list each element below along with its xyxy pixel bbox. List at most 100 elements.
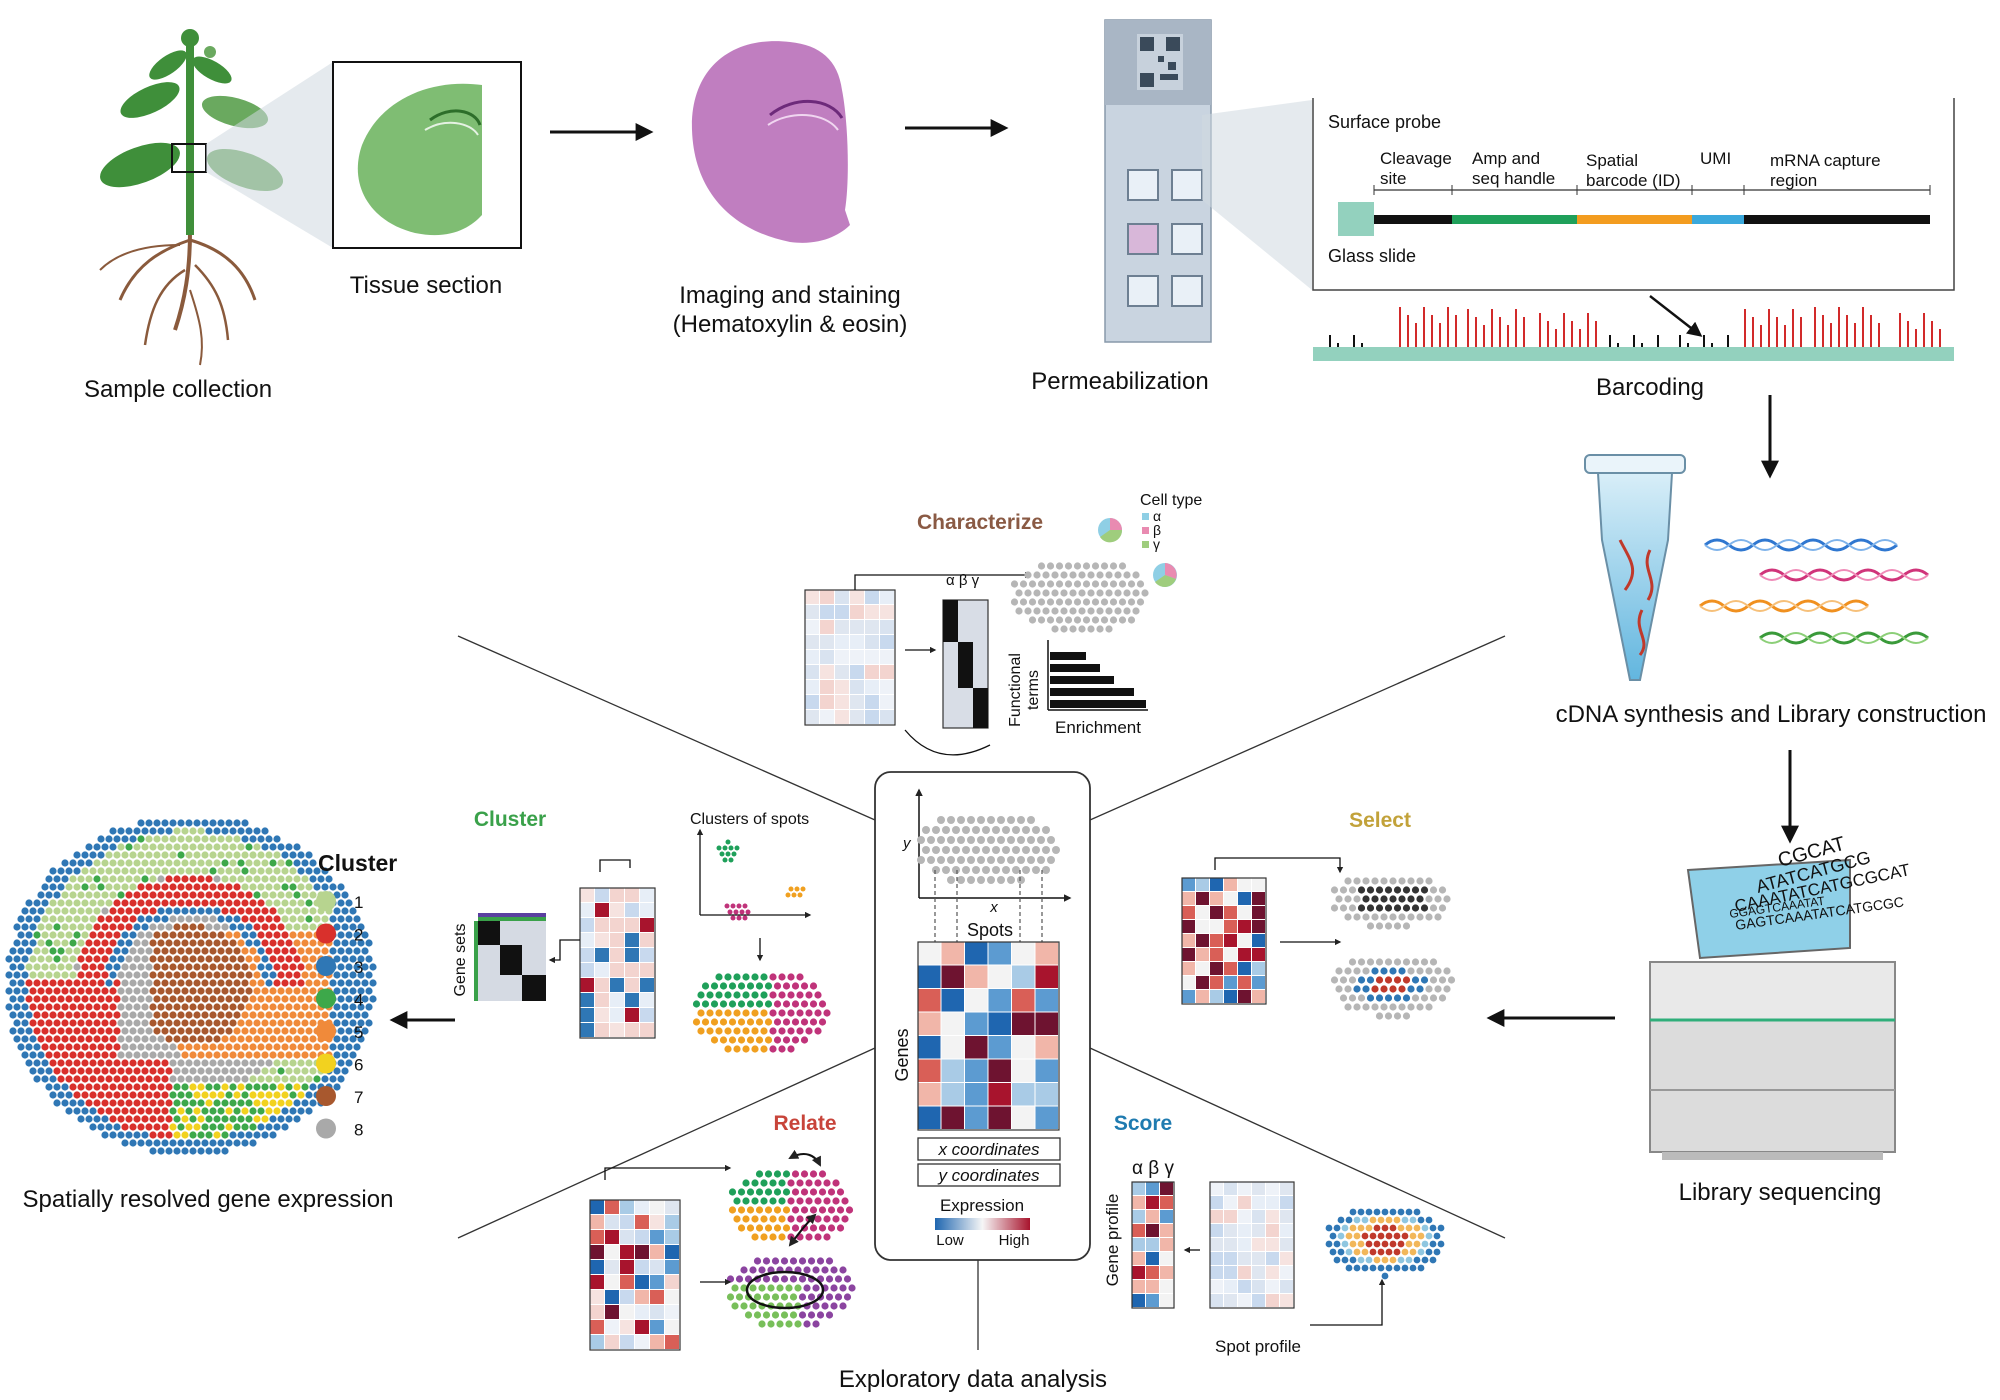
map-spot	[253, 907, 261, 915]
map-spot	[205, 1035, 213, 1043]
spot	[1037, 616, 1046, 624]
map-spot	[329, 947, 337, 955]
map-spot	[93, 1099, 101, 1107]
map-spot	[41, 1043, 49, 1051]
spot	[987, 836, 995, 844]
map-spot	[265, 963, 273, 971]
y-coord-box	[917, 1163, 1061, 1187]
map-spot	[145, 867, 153, 875]
map-spot	[121, 995, 129, 1003]
matrix-cell	[605, 1320, 619, 1334]
map-spot	[13, 1035, 21, 1043]
matrix-cell	[625, 933, 639, 947]
map-spot	[193, 931, 201, 939]
map-spot	[337, 1011, 345, 1019]
spot	[1051, 625, 1059, 633]
glass-slide-label: Glass slide	[1328, 246, 1416, 266]
matrix-cell	[620, 1215, 634, 1229]
spot	[742, 1215, 750, 1223]
matrix-cell	[880, 620, 894, 634]
map-spot	[277, 939, 285, 947]
map-spot	[153, 1059, 161, 1067]
spot	[1096, 607, 1104, 615]
map-spot	[169, 979, 177, 987]
map-spot	[129, 1107, 137, 1115]
matrix-cell	[1224, 920, 1237, 933]
map-spot	[197, 1099, 205, 1107]
map-spot	[81, 867, 89, 875]
map-spot	[209, 1091, 217, 1099]
map-spot	[213, 1147, 221, 1155]
map-spot	[257, 1027, 265, 1035]
map-spot	[77, 875, 85, 883]
spot	[798, 1311, 807, 1319]
map-spot	[109, 891, 117, 899]
map-spot	[137, 819, 145, 827]
map-spot	[141, 843, 149, 851]
cluster-panel: Cluster Clusters of spots Gene sets	[452, 808, 831, 1053]
matrix-cell	[1238, 962, 1251, 975]
spot	[927, 836, 935, 844]
map-spot	[113, 1011, 121, 1019]
map-spot	[189, 971, 197, 979]
map-spot	[69, 907, 77, 915]
map-spot	[197, 1003, 205, 1011]
map-spot	[273, 947, 281, 955]
spot	[816, 1311, 825, 1319]
map-spot	[137, 867, 145, 875]
map-spot	[337, 931, 345, 939]
spot	[1384, 1012, 1393, 1020]
map-spot	[341, 891, 349, 899]
map-spot	[77, 1083, 85, 1091]
spot	[1032, 826, 1040, 834]
map-spot	[89, 1123, 97, 1131]
map-spot	[173, 1019, 181, 1027]
map-spot	[213, 987, 221, 995]
spot	[1366, 976, 1375, 984]
map-spot	[101, 1067, 109, 1075]
map-spot	[169, 819, 177, 827]
spot	[782, 1224, 791, 1232]
map-spot	[177, 995, 185, 1003]
map-spot	[109, 1131, 117, 1139]
map-spot	[129, 947, 137, 955]
spot	[1397, 1256, 1405, 1264]
spot	[771, 1311, 780, 1319]
map-spot	[169, 1043, 177, 1051]
map-spot	[185, 995, 193, 1003]
map-spot	[25, 915, 33, 923]
spot	[1024, 571, 1032, 579]
matrix-cell	[595, 1008, 609, 1022]
map-spot	[213, 1115, 221, 1123]
map-spot	[149, 1099, 157, 1107]
map-spot	[97, 931, 105, 939]
spot	[1335, 967, 1343, 975]
map-spot	[209, 1107, 217, 1115]
matrix-cell	[640, 1008, 654, 1022]
map-spot	[281, 947, 289, 955]
spot	[1401, 1232, 1409, 1240]
spot	[1429, 886, 1438, 894]
map-spot	[787, 1027, 795, 1035]
matrix-cell	[640, 993, 654, 1007]
map-spot	[189, 955, 197, 963]
characterize-matrix	[804, 589, 896, 726]
map-spot	[49, 947, 57, 955]
map-spot	[121, 1091, 129, 1099]
matrix-cell	[1252, 962, 1265, 975]
map-spot	[37, 907, 45, 915]
matrix-cell	[1266, 1224, 1279, 1237]
map-spot	[65, 1075, 73, 1083]
matrix-cell	[820, 605, 834, 619]
map-spot	[265, 1123, 273, 1131]
map-spot	[293, 971, 301, 979]
matrix-cell	[650, 1320, 664, 1334]
map-spot	[41, 1011, 49, 1019]
map-spot	[185, 979, 193, 987]
map-spot	[805, 991, 813, 999]
map-spot	[345, 1027, 353, 1035]
spot	[1393, 994, 1402, 1002]
spot	[997, 836, 1005, 844]
map-spot	[109, 987, 117, 995]
map-spot	[137, 1059, 145, 1067]
